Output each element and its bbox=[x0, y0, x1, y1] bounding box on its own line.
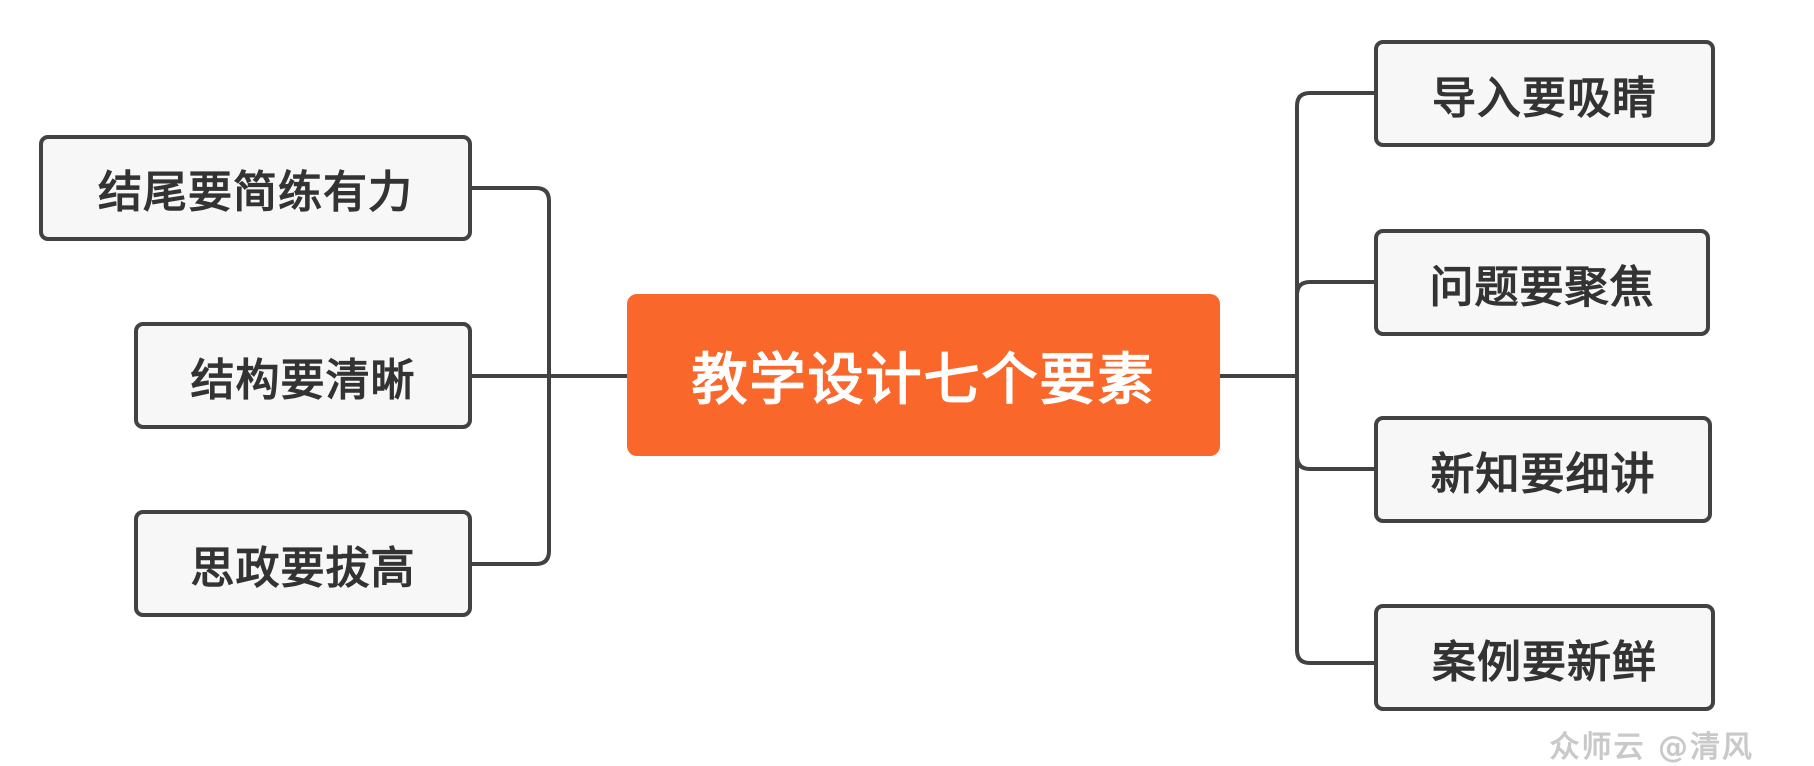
right-bracket-connector bbox=[1295, 91, 1374, 665]
left-topic-ideology[interactable]: 思政要拔高 bbox=[134, 510, 472, 617]
topic-label: 问题要聚焦 bbox=[1429, 261, 1655, 313]
topic-label: 思政要拔高 bbox=[190, 542, 416, 594]
watermark: 众师云 @清风 bbox=[1549, 730, 1754, 765]
topic-label: 新知要细讲 bbox=[1430, 448, 1656, 500]
left-topic-ending[interactable]: 结尾要简练有力 bbox=[39, 135, 472, 241]
right-connector-3 bbox=[1295, 455, 1374, 471]
topic-label: 结构要清晰 bbox=[190, 354, 416, 406]
root-topic[interactable]: 教学设计七个要素 bbox=[627, 294, 1220, 456]
topic-label: 结尾要简练有力 bbox=[98, 167, 413, 218]
right-connector-2 bbox=[1295, 280, 1374, 296]
root-topic-label: 教学设计七个要素 bbox=[691, 347, 1156, 413]
right-topic-intro[interactable]: 导入要吸睛 bbox=[1374, 40, 1715, 147]
topic-label: 案例要新鲜 bbox=[1432, 636, 1657, 688]
topic-label: 导入要吸睛 bbox=[1432, 72, 1657, 124]
right-topic-questions[interactable]: 问题要聚焦 bbox=[1374, 229, 1710, 336]
left-topic-structure[interactable]: 结构要清晰 bbox=[134, 322, 472, 429]
right-topic-cases[interactable]: 案例要新鲜 bbox=[1374, 604, 1715, 711]
right-topic-new-knowledge[interactable]: 新知要细讲 bbox=[1374, 416, 1712, 523]
